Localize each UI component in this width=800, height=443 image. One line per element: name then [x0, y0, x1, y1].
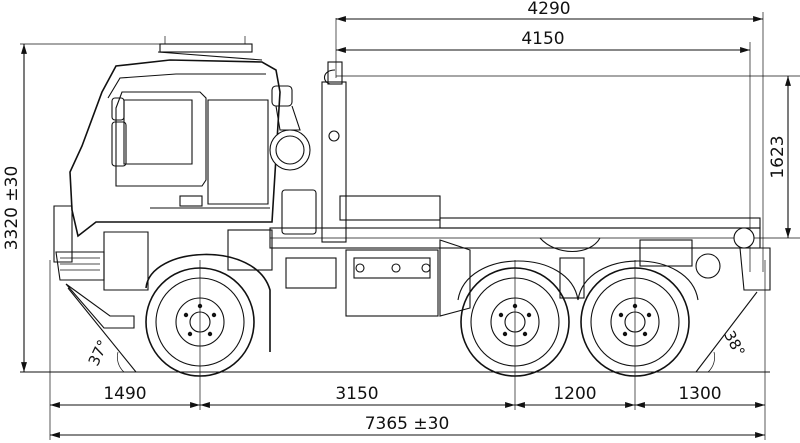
door-handle — [179, 195, 203, 207]
departure-angle-arc — [707, 351, 715, 373]
dim-label-3150: 3150 — [335, 384, 378, 404]
approach-angle-arc — [117, 351, 125, 373]
front-underbody-guard — [65, 283, 135, 329]
dim-label-4290: 4290 — [527, 0, 570, 19]
truck — [53, 36, 771, 377]
chassis-frame — [227, 217, 761, 317]
rear-hook-roller — [733, 227, 755, 249]
roof-rack — [157, 36, 263, 61]
side-mirror-upper — [111, 97, 125, 121]
front-wheel-arch — [145, 253, 271, 352]
middle-wheel-arch — [457, 260, 579, 301]
hook-arm — [321, 61, 441, 243]
dim-label-1490: 1490 — [103, 384, 146, 404]
rear-equipment — [539, 227, 771, 299]
rear-wheel — [580, 267, 690, 377]
front-wheel — [145, 267, 255, 377]
rear-cab-panel — [207, 99, 269, 205]
dim-label-1200: 1200 — [553, 384, 596, 404]
dim-label-1300: 1300 — [678, 384, 721, 404]
departure-angle-line — [695, 291, 758, 373]
front-end — [53, 205, 149, 329]
dim-label-1623: 1623 — [768, 135, 788, 178]
dim-label-height: 3320 ±30 — [2, 166, 22, 251]
dim-label-overall-length: 7365 ±30 — [365, 414, 450, 434]
cab-door — [115, 91, 207, 187]
cab-window — [123, 99, 193, 165]
cab — [69, 59, 281, 238]
fuel-tank — [345, 249, 439, 317]
rear-roller — [695, 253, 721, 279]
dim-label-4150: 4150 — [521, 29, 564, 49]
approach-angle-label: 37° — [85, 337, 113, 369]
rear-wheel-arch — [577, 260, 699, 301]
middle-wheel — [460, 267, 570, 377]
side-mirror — [111, 121, 127, 167]
dimension-lines — [20, 12, 800, 440]
approach-angle-line — [67, 287, 137, 373]
step-box — [227, 229, 273, 271]
battery-box — [285, 257, 337, 289]
air-intake — [269, 85, 317, 235]
departure-angle-label: 38° — [720, 328, 748, 360]
